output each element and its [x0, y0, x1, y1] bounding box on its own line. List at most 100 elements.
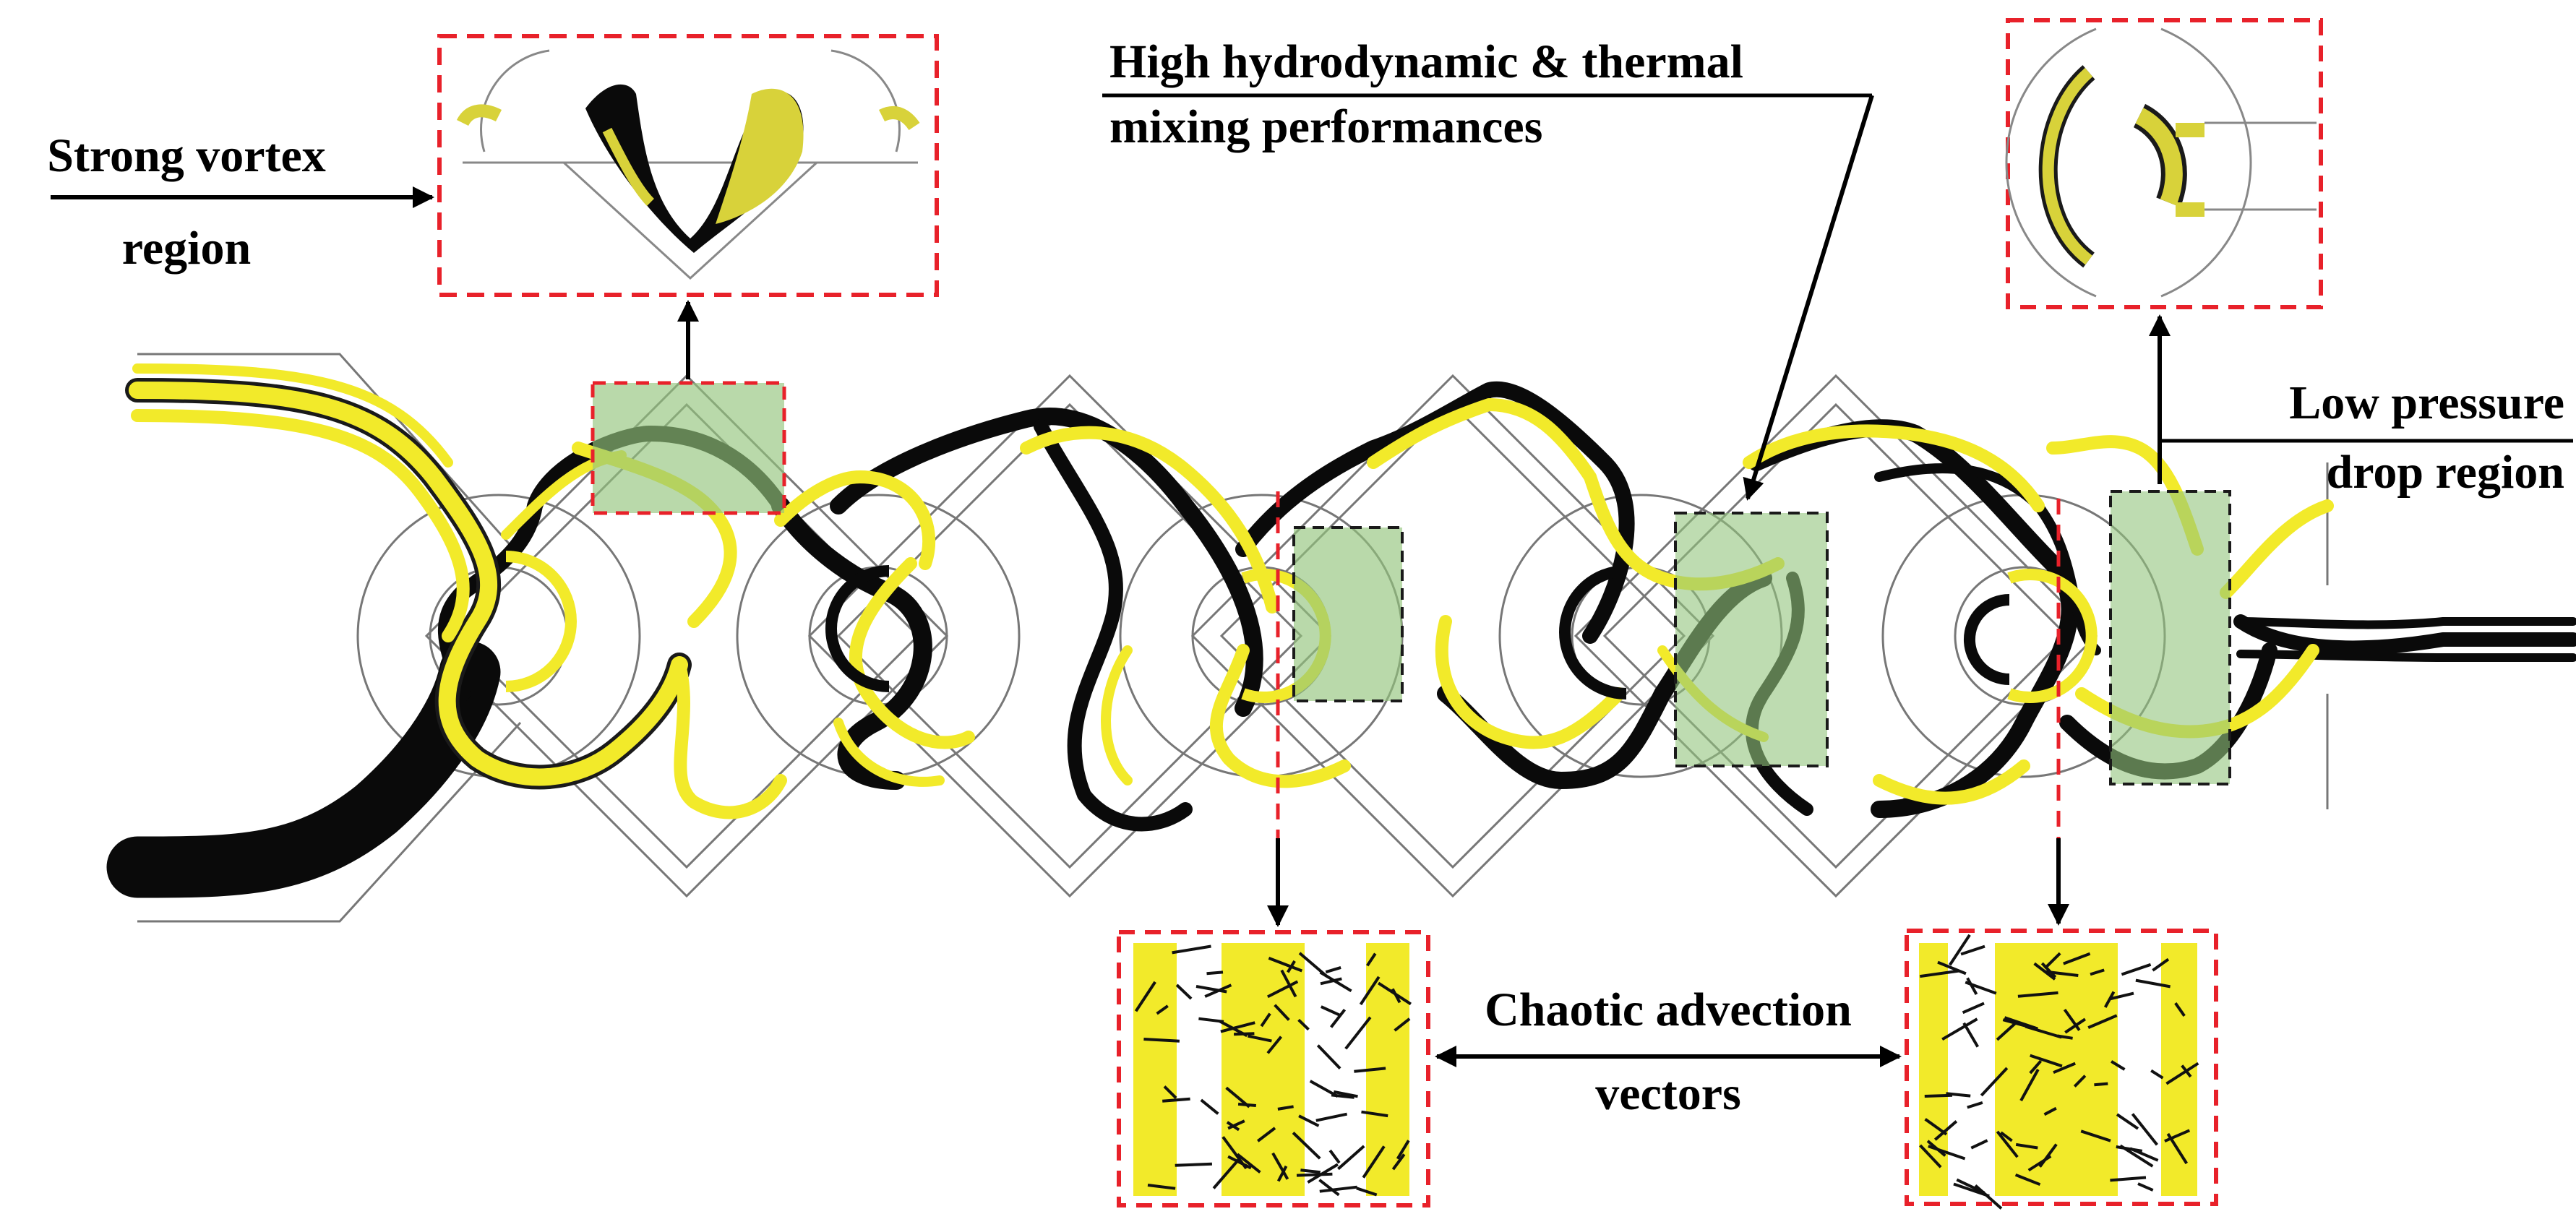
vector-arrow [1268, 957, 1303, 973]
vector-arrow [1946, 1092, 1971, 1098]
vector-arrow [2053, 1062, 2076, 1075]
section-lines [1276, 491, 2061, 838]
vector-arrow [1333, 1090, 1358, 1098]
vector-arrow [1953, 1182, 1990, 1198]
vector-arrow [1378, 981, 1412, 1006]
inset-vectors-left [1117, 930, 1430, 1207]
arrow-icon [1743, 95, 1874, 501]
vector-arrow [1156, 1004, 1169, 1015]
vector-arrow [1366, 952, 1377, 967]
vector-arrow [1967, 1101, 1983, 1109]
highlight-pressure [2109, 490, 2231, 785]
vector-arrow [1331, 1093, 1354, 1099]
highlight-mixing [1674, 512, 1829, 767]
vector-arrow [1980, 1067, 2009, 1097]
vector-arrow [1195, 985, 1227, 994]
label-strong-vortex-line1: Strong vortex [47, 129, 326, 182]
vector-arrow [1318, 1179, 1340, 1197]
vector-arrow [2121, 963, 2152, 976]
vector-arrow [2014, 1173, 2041, 1187]
vector-arrow [1924, 1093, 1953, 1098]
label-chaotic-advection: Chaotic advection vectors [1437, 983, 1899, 1122]
vector-arrow [1172, 944, 1211, 955]
vector-arrow [1319, 970, 1352, 993]
vector-arrow [1962, 1002, 1985, 1015]
vector-arrow [2129, 1147, 2159, 1162]
inset-pressure [2005, 18, 2323, 309]
vector-arrow [1320, 977, 1342, 986]
vector-arrow [2025, 1025, 2062, 1039]
vector-arrow [1277, 1105, 1294, 1111]
vector-arrow [1394, 1017, 1411, 1032]
vector-arrow [2000, 1131, 2013, 1142]
vector-arrow [1361, 1110, 1388, 1118]
vector-arrow [2116, 1113, 2139, 1130]
label-chaotic-line2: vectors [1595, 1067, 1741, 1120]
vector-arrow [2040, 962, 2057, 978]
vector-arrow [1320, 1005, 1341, 1017]
vector-arrow [1344, 1016, 1372, 1050]
vector-arrow [1162, 1097, 1190, 1103]
vector-arrow [2152, 957, 2170, 972]
vector-arrow [2033, 962, 2056, 981]
vector-arrow [1200, 1098, 1219, 1115]
channel-circle-1 [736, 494, 1021, 778]
vector-arrow [1292, 1132, 1321, 1160]
channel-diamond-2 [1190, 374, 1715, 898]
vector-arrow [1391, 1153, 1406, 1171]
vector-arrow [1996, 1022, 2017, 1041]
vector-arrow [1937, 960, 1967, 976]
channel-outline [137, 353, 2329, 923]
vector-arrow [2166, 1132, 2188, 1165]
vector-arrow [2017, 991, 2058, 998]
label-strong-vortex-line2: region [121, 221, 252, 275]
vector-arrow [1920, 969, 1959, 978]
label-low-pressure: Low pressure drop region [2212, 376, 2573, 500]
vector-arrow [2174, 1002, 2186, 1017]
vector-arrow [1396, 1140, 1410, 1160]
vector-arrow [2135, 978, 2171, 989]
vector-arrow [1237, 1102, 1256, 1107]
streamlines-yellow [125, 363, 2334, 819]
vector-arrow [1337, 1145, 1365, 1171]
vector-arrow [2119, 1144, 2154, 1168]
vector-arrow [2131, 1113, 2158, 1146]
vector-arrow [1924, 1118, 1948, 1136]
vector-arrow [2043, 952, 2061, 970]
vector-arrow [1175, 983, 1193, 1000]
vector-arrow [1970, 1139, 1988, 1150]
vector-arrow [1266, 1036, 1283, 1054]
label-low-pressure-line2: drop region [2326, 445, 2564, 499]
vector-arrow [1297, 1018, 1310, 1031]
vector-arrow [2164, 1129, 2191, 1143]
vector-arrow [1271, 1152, 1289, 1180]
vector-arrow [2080, 1129, 2111, 1142]
vector-arrow [1960, 944, 1985, 956]
arrows [51, 95, 2171, 1067]
vector-arrow [1163, 1085, 1177, 1099]
vector-arrow [1247, 1034, 1272, 1043]
vector-arrow [1147, 1184, 1176, 1190]
vector-arrow [1359, 976, 1381, 1006]
vector-arrow [1274, 1004, 1290, 1021]
vector-arrow [1300, 1168, 1321, 1174]
vector-arrow [1325, 965, 1341, 974]
vector-arrow [1330, 1008, 1347, 1028]
vector-arrow [1206, 970, 1224, 976]
vector-arrow [2094, 1082, 2108, 1087]
vector-arrow [2110, 991, 2134, 1001]
vector-arrow [2103, 991, 2116, 1008]
vector-arrow [1949, 934, 1971, 966]
vector-arrow [1260, 1012, 1271, 1028]
vector-arrow [1319, 1185, 1357, 1193]
vector-arrow [1362, 1145, 1386, 1179]
highlight-mid [1292, 526, 1404, 702]
vector-arrow [2015, 1142, 2038, 1150]
highlight-vortex [591, 381, 786, 515]
vector-arrow [1354, 1067, 1386, 1073]
vector-arrow [1996, 1130, 2019, 1158]
label-high-mixing: High hydrodynamic & thermal mixing perfo… [1109, 35, 1743, 155]
vector-arrow [1316, 1044, 1341, 1069]
